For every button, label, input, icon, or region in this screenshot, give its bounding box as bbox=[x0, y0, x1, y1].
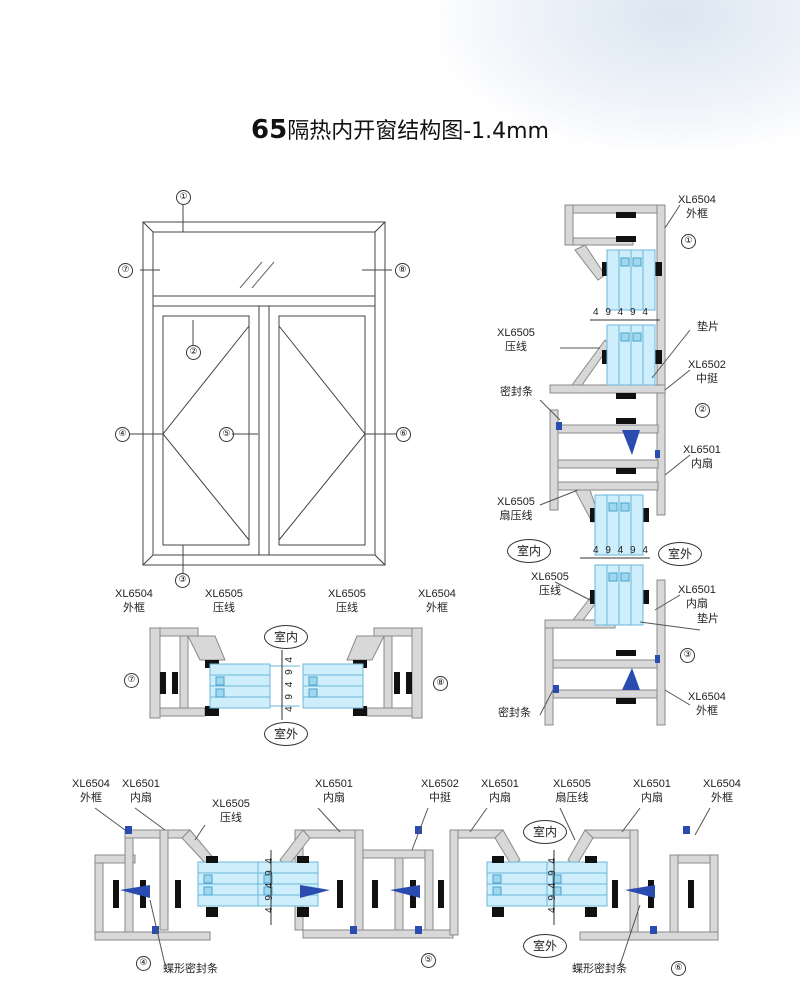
marker-2: ② bbox=[695, 403, 710, 418]
label-outside: 室外 bbox=[264, 722, 308, 746]
label-outside: 室外 bbox=[523, 934, 567, 958]
marker-7: ⑦ bbox=[124, 673, 139, 688]
bottom-leaders bbox=[94, 807, 711, 966]
vertical-gaskets bbox=[590, 212, 662, 704]
marker-8: ⑧ bbox=[433, 676, 448, 691]
glass-dimension: 4 9 4 9 4 bbox=[264, 856, 275, 913]
marker-4: ④ bbox=[115, 427, 130, 442]
marker-5: ⑤ bbox=[219, 427, 234, 442]
background-globe bbox=[440, 0, 800, 150]
window-elevation bbox=[130, 205, 396, 573]
label-inside: 室内 bbox=[507, 539, 551, 563]
label-seal: 密封条 bbox=[500, 386, 533, 398]
marker-1: ① bbox=[176, 190, 191, 205]
marker-6: ⑥ bbox=[671, 961, 686, 976]
section-4-5-6 bbox=[94, 829, 719, 941]
marker-3: ③ bbox=[175, 573, 190, 588]
glass-dimension: 4 9 4 9 4 bbox=[593, 307, 650, 318]
bottom-seals bbox=[120, 826, 690, 934]
marker-7: ⑦ bbox=[118, 263, 133, 278]
vertical-leaders bbox=[539, 204, 701, 716]
label-seal: 密封条 bbox=[498, 707, 531, 719]
label-shim: 垫片 bbox=[697, 613, 719, 625]
marker-1: ① bbox=[681, 234, 696, 249]
label-shim: 垫片 bbox=[697, 321, 719, 333]
glass-dimension: 4 9 4 9 4 bbox=[593, 545, 650, 556]
marker-5: ⑤ bbox=[421, 953, 436, 968]
marker-2: ② bbox=[186, 345, 201, 360]
marker-3: ③ bbox=[680, 648, 695, 663]
marker-8: ⑧ bbox=[395, 263, 410, 278]
marker-4: ④ bbox=[136, 956, 151, 971]
page-title: 65隔热内开窗结构图-1.4mm bbox=[251, 115, 549, 145]
label-butterfly-seal: 蝶形密封条 bbox=[572, 963, 627, 975]
vertical-seals bbox=[553, 422, 660, 693]
label-outside: 室外 bbox=[658, 542, 702, 566]
glass-dimension: 4 9 4 9 4 bbox=[547, 856, 558, 913]
section-7-8 bbox=[149, 627, 423, 719]
glass-dimension: 4 9 4 9 4 bbox=[284, 655, 295, 712]
marker-6: ⑥ bbox=[396, 427, 411, 442]
label-inside: 室内 bbox=[264, 625, 308, 649]
label-inside: 室内 bbox=[523, 820, 567, 844]
label-butterfly-seal: 蝶形密封条 bbox=[163, 963, 218, 975]
